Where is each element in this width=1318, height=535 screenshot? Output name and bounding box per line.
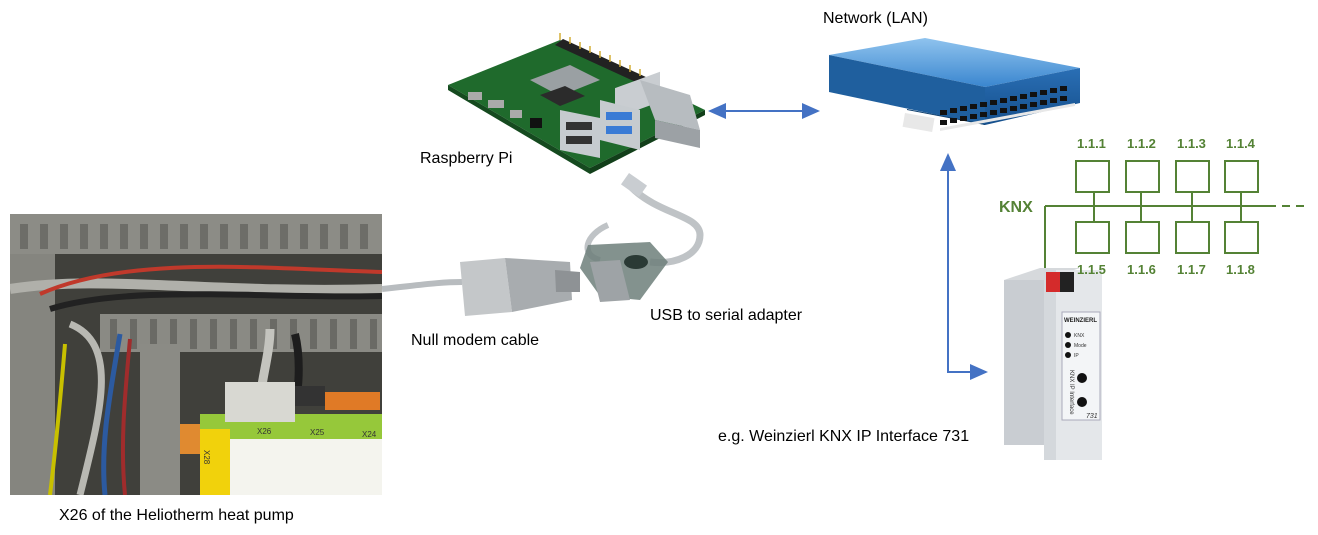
device-model-text: 731 [1086,413,1098,420]
network-label: Network (LAN) [823,10,928,27]
x26-photo-label: X26 [257,427,272,436]
device-vertical-text: KNX IP Interface [1068,370,1074,415]
knx-bus [1044,160,1305,270]
knx-interface-label: e.g. Weinzierl KNX IP Interface 731 [718,428,970,445]
raspberry-pi-image [448,33,705,174]
network-knx-arrow [940,153,988,380]
knx-ip-interface-image: WEINZIERL KNX Mode IP KNX IP Interface 7… [1004,268,1102,460]
device-brand-text: WEINZIERL [1064,318,1097,324]
x25-photo-label: X25 [310,428,325,437]
knx-device-1-1-4 [1224,160,1259,193]
heatpump-label: X26 of the Heliotherm heat pump [59,507,294,524]
knx-device-1-1-2 [1125,160,1160,193]
null-modem-label: Null modem cable [411,332,540,349]
raspberry-pi-label: Raspberry Pi [420,150,513,167]
knx-device-1-1-1 [1075,160,1110,193]
knx-address-1-1-8: 1.1.8 [1226,262,1255,277]
knx-address-1-1-1: 1.1.1 [1077,136,1106,151]
knx-device-1-1-6 [1125,221,1160,254]
knx-device-1-1-7 [1175,221,1210,254]
device-led2-text: Mode [1074,343,1087,349]
knx-bus-label: KNX [999,199,1033,216]
null-modem-cable-image [381,258,580,316]
heatpump-photo: X26 X25 X24 X28 [10,214,382,495]
knx-address-1-1-5: 1.1.5 [1077,262,1106,277]
network-switch-image [829,38,1080,132]
knx-address-1-1-7: 1.1.7 [1177,262,1206,277]
knx-device-1-1-3 [1175,160,1210,193]
device-led1-text: KNX [1074,333,1085,339]
knx-device-1-1-8 [1224,221,1259,254]
usb-serial-adapter-image [580,172,704,302]
knx-address-1-1-3: 1.1.3 [1177,136,1206,151]
device-led3-text: IP [1074,353,1079,359]
usb-serial-label: USB to serial adapter [650,307,803,324]
knx-device-1-1-5 [1075,221,1110,254]
knx-address-1-1-4: 1.1.4 [1226,136,1255,151]
knx-address-1-1-6: 1.1.6 [1127,262,1156,277]
x28-photo-label: X28 [202,450,211,465]
knx-address-1-1-2: 1.1.2 [1127,136,1156,151]
x24-photo-label: X24 [362,430,377,439]
